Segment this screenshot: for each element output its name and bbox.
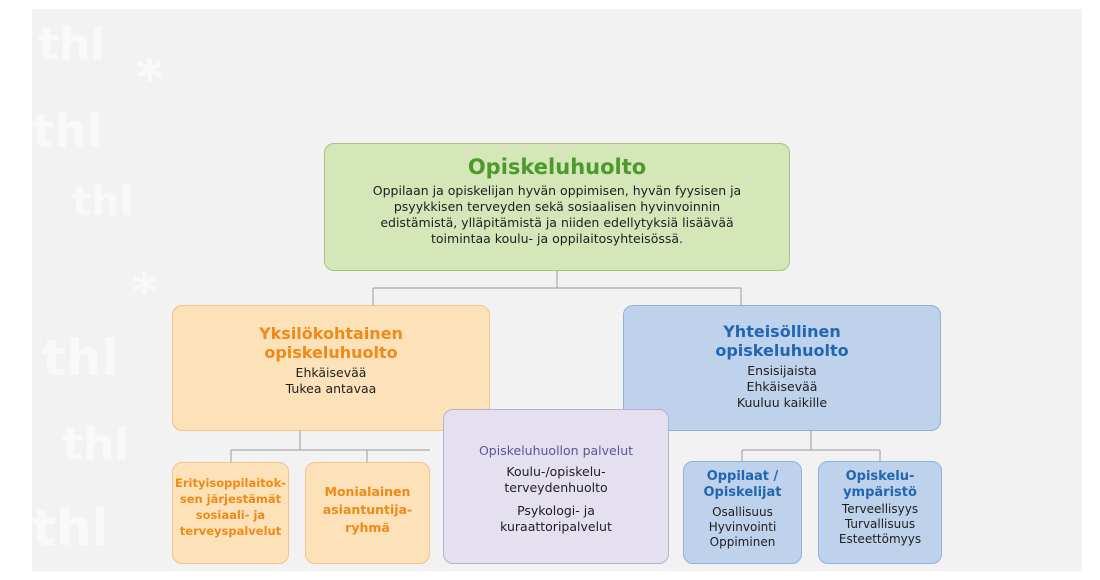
- watermark-asterisk: *: [136, 49, 164, 109]
- node-monialainen-ryhma: Monialainen asiantuntija- ryhmä: [305, 462, 430, 564]
- item-ehkaisevaa: Ehkäisevää: [746, 379, 818, 394]
- item-osallisuus: Osallisuus: [712, 505, 773, 519]
- thl-watermark: thl * thl thl * thl thl thl: [32, 9, 202, 571]
- title-line: Erityisoppilaitok-: [174, 476, 287, 490]
- title-line: Yhteisöllinen: [723, 322, 841, 341]
- item-ensisijaista: Ensisijaista: [747, 363, 817, 378]
- node-yhteisollinen: Yhteisöllinen opiskeluhuolto Ensisijaist…: [623, 305, 941, 431]
- item-tukea-antavaa: Tukea antavaa: [285, 381, 377, 396]
- node-description: Oppilaan ja opiskelijan hyvän oppimisen,…: [325, 183, 789, 247]
- title-line: opiskeluhuolto: [264, 343, 398, 362]
- item-kuuluu-kaikille: Kuuluu kaikille: [736, 395, 828, 410]
- title-line: Oppilaat /: [706, 469, 779, 484]
- title-line: Opiskelu-: [845, 469, 915, 484]
- item-esteettomyys: Esteettömyys: [838, 532, 922, 546]
- node-opiskeluymparisto: Opiskelu- ympäristö Terveellisyys Turval…: [818, 461, 942, 564]
- item-oppiminen: Oppiminen: [709, 535, 776, 549]
- title-line: asiantuntija-: [322, 502, 413, 517]
- service-line: Psykologi- ja: [517, 503, 595, 518]
- node-title: Erityisoppilaitok- sen järjestämät sosia…: [173, 475, 288, 539]
- watermark-text: thl: [72, 179, 134, 225]
- title-line: Yksilökohtainen: [259, 324, 403, 343]
- title-line: ympäristö: [843, 485, 917, 500]
- node-opiskeluhuollon-palvelut: Opiskeluhuollon palvelut Koulu-/opiskelu…: [443, 409, 669, 564]
- title-line: opiskeluhuolto: [715, 341, 849, 360]
- node-yksilokohtainen: Yksilökohtainen opiskeluhuolto Ehkäisevä…: [172, 305, 490, 431]
- node-oppilaat-opiskelijat: Oppilaat / Opiskelijat Osallisuus Hyvinv…: [683, 461, 802, 564]
- description-line: Oppilaan ja opiskelijan hyvän oppimisen,…: [372, 183, 742, 198]
- item-hyvinvointi: Hyvinvointi: [708, 520, 777, 534]
- node-title: Opiskeluhuollon palvelut: [478, 443, 634, 458]
- title-line: terveyspalvelut: [179, 524, 282, 538]
- description-line: edistämistä, ylläpitämistä ja niiden ede…: [380, 215, 734, 230]
- node-items: Terveellisyys Turvallisuus Esteettömyys: [819, 502, 941, 547]
- service-group-psychology: Psykologi- ja kuraattoripalvelut: [444, 503, 668, 535]
- description-line: toimintaa koulu- ja oppilaitosyhteisössä…: [431, 231, 683, 246]
- title-line: sosiaali- ja: [195, 508, 266, 522]
- watermark-text: thl: [32, 104, 103, 158]
- watermark-text: thl: [42, 329, 119, 387]
- node-erityisoppilaitos-palvelut: Erityisoppilaitok- sen järjestämät sosia…: [172, 462, 289, 564]
- node-title: Yksilökohtainen opiskeluhuolto: [173, 324, 489, 362]
- node-items: Ensisijaista Ehkäisevää Kuuluu kaikille: [624, 363, 940, 411]
- title-line: Opiskelijat: [703, 485, 782, 500]
- item-ehkaisevaa: Ehkäisevää: [295, 365, 367, 380]
- item-terveellisyys: Terveellisyys: [841, 502, 919, 516]
- service-line: kuraattoripalvelut: [500, 519, 612, 534]
- node-title: Opiskelu- ympäristö: [819, 469, 941, 501]
- node-opiskeluhuolto: Opiskeluhuolto Oppilaan ja opiskelijan h…: [324, 143, 790, 271]
- node-items: Osallisuus Hyvinvointi Oppiminen: [684, 505, 801, 550]
- watermark-asterisk: *: [132, 264, 158, 320]
- title-line: sen järjestämät: [179, 492, 282, 506]
- title-line: Monialainen: [324, 484, 411, 499]
- service-line: Koulu-/opiskelu-: [506, 464, 606, 479]
- node-title: Opiskeluhuolto: [467, 155, 647, 179]
- description-line: psyykkisen terveyden sekä sosiaalisen hy…: [393, 199, 721, 214]
- item-turvallisuus: Turvallisuus: [844, 517, 916, 531]
- node-title: Yhteisöllinen opiskeluhuolto: [624, 322, 940, 360]
- watermark-text: thl: [38, 19, 106, 70]
- watermark-text: thl: [32, 499, 109, 557]
- service-line: terveydenhuolto: [504, 480, 608, 495]
- watermark-text: thl: [62, 419, 130, 470]
- node-title: Oppilaat / Opiskelijat: [684, 469, 801, 501]
- title-line: ryhmä: [345, 520, 390, 535]
- service-group-health: Koulu-/opiskelu- terveydenhuolto: [444, 464, 668, 496]
- node-title: Monialainen asiantuntija- ryhmä: [306, 483, 429, 537]
- node-items: Ehkäisevää Tukea antavaa: [173, 365, 489, 397]
